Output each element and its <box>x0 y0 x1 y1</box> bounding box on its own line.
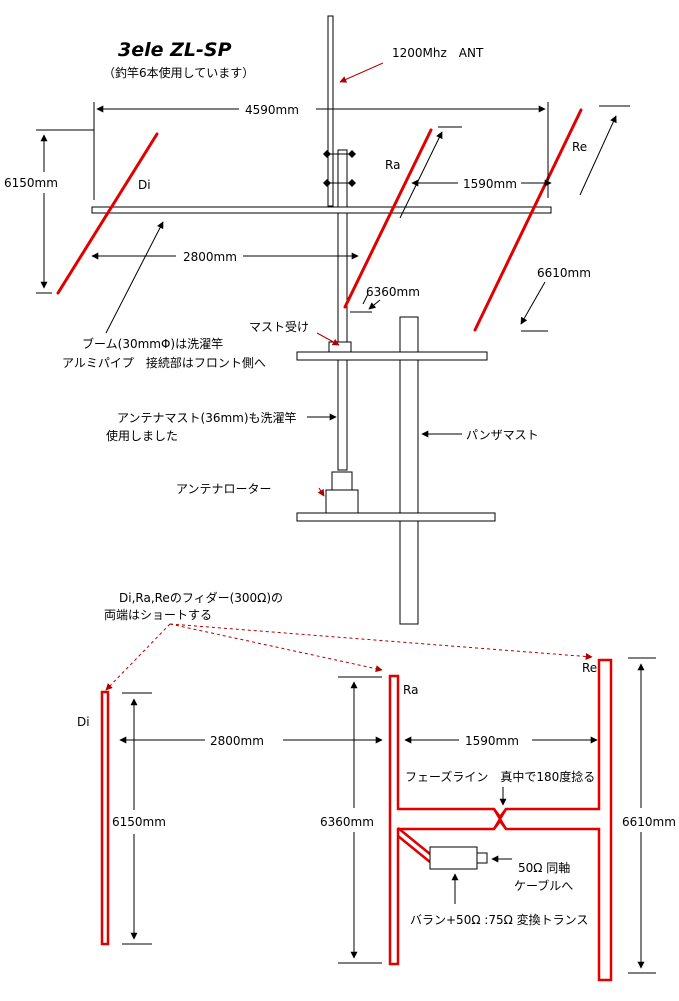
re-label-upper: Re <box>572 140 588 154</box>
di-length-upper: 6150mm <box>4 176 58 190</box>
antenna-mast-tube <box>337 149 348 471</box>
diagram-subtitle: （釣竿6本使用しています） <box>103 66 255 80</box>
upper-elements <box>56 108 583 332</box>
lower-crossbar <box>296 512 496 522</box>
feeder-note-line1: Di,Ra,Reのフィダー(300Ω)の <box>119 591 284 605</box>
rotator-body <box>325 489 359 514</box>
balun-note: バラン+50Ω :75Ω 変換トランス <box>410 913 589 927</box>
di-length-lower: 6150mm <box>112 815 166 829</box>
re-element <box>473 108 583 332</box>
di-label-lower: Di <box>77 715 90 729</box>
coax-note-line2: ケーブルへ <box>514 879 574 893</box>
di-ra-spacing-upper: 2800mm <box>183 250 237 264</box>
boom-note-line2: アルミパイプ 接続部はフロント側へ <box>62 356 266 370</box>
re-label-lower: Re <box>582 661 598 675</box>
re-length-lower: 6610mm <box>622 815 676 829</box>
mast-holder-block <box>328 341 352 353</box>
panza-mast <box>399 316 419 625</box>
phase-line-note: フェーズライン 真中で180度捻る <box>405 770 596 784</box>
di-element <box>56 132 159 295</box>
balun-box <box>429 846 488 870</box>
mast-studs <box>323 150 356 187</box>
ra-element <box>343 128 433 309</box>
mast-holder-label: マスト受け <box>249 320 310 334</box>
ra-length-lower: 6360mm <box>320 815 374 829</box>
mast-note-line1: アンテナマスト(36mm)も洗濯竿 <box>117 411 297 425</box>
antenna-label: 1200Mhz ANT <box>392 46 484 60</box>
di-ra-spacing-lower: 2800mm <box>210 734 264 748</box>
panza-mast-label: パンザマスト <box>466 428 539 442</box>
ra-re-spacing-upper: 1590mm <box>463 177 517 191</box>
ra-length-upper: 6360mm <box>366 285 420 299</box>
upper-crossbar <box>296 351 488 361</box>
re-length-upper: 6610mm <box>537 266 591 280</box>
ra-re-spacing-lower: 1590mm <box>465 734 519 748</box>
ra-label-lower: Ra <box>403 683 419 697</box>
rotator-label: アンテナローター <box>176 482 272 496</box>
boom <box>91 206 552 214</box>
boom-length-label: 4590mm <box>245 103 299 117</box>
di-label-upper: Di <box>138 178 151 192</box>
mast-assembly <box>91 15 552 625</box>
ra-label-upper: Ra <box>385 158 401 172</box>
diagram-title: 3ele ZL-SP <box>118 39 232 61</box>
mast-note-line2: 使用しました <box>106 429 179 443</box>
top-mast <box>327 15 334 207</box>
coax-note-line1: 50Ω 同軸 <box>518 861 571 875</box>
boom-note-line1: ブーム(30mmΦ)は洗濯竿 <box>82 337 224 351</box>
di-element-folded <box>100 690 110 946</box>
rotator-top <box>331 471 353 491</box>
feeder-note-line2: 両端はショートする <box>104 608 213 622</box>
